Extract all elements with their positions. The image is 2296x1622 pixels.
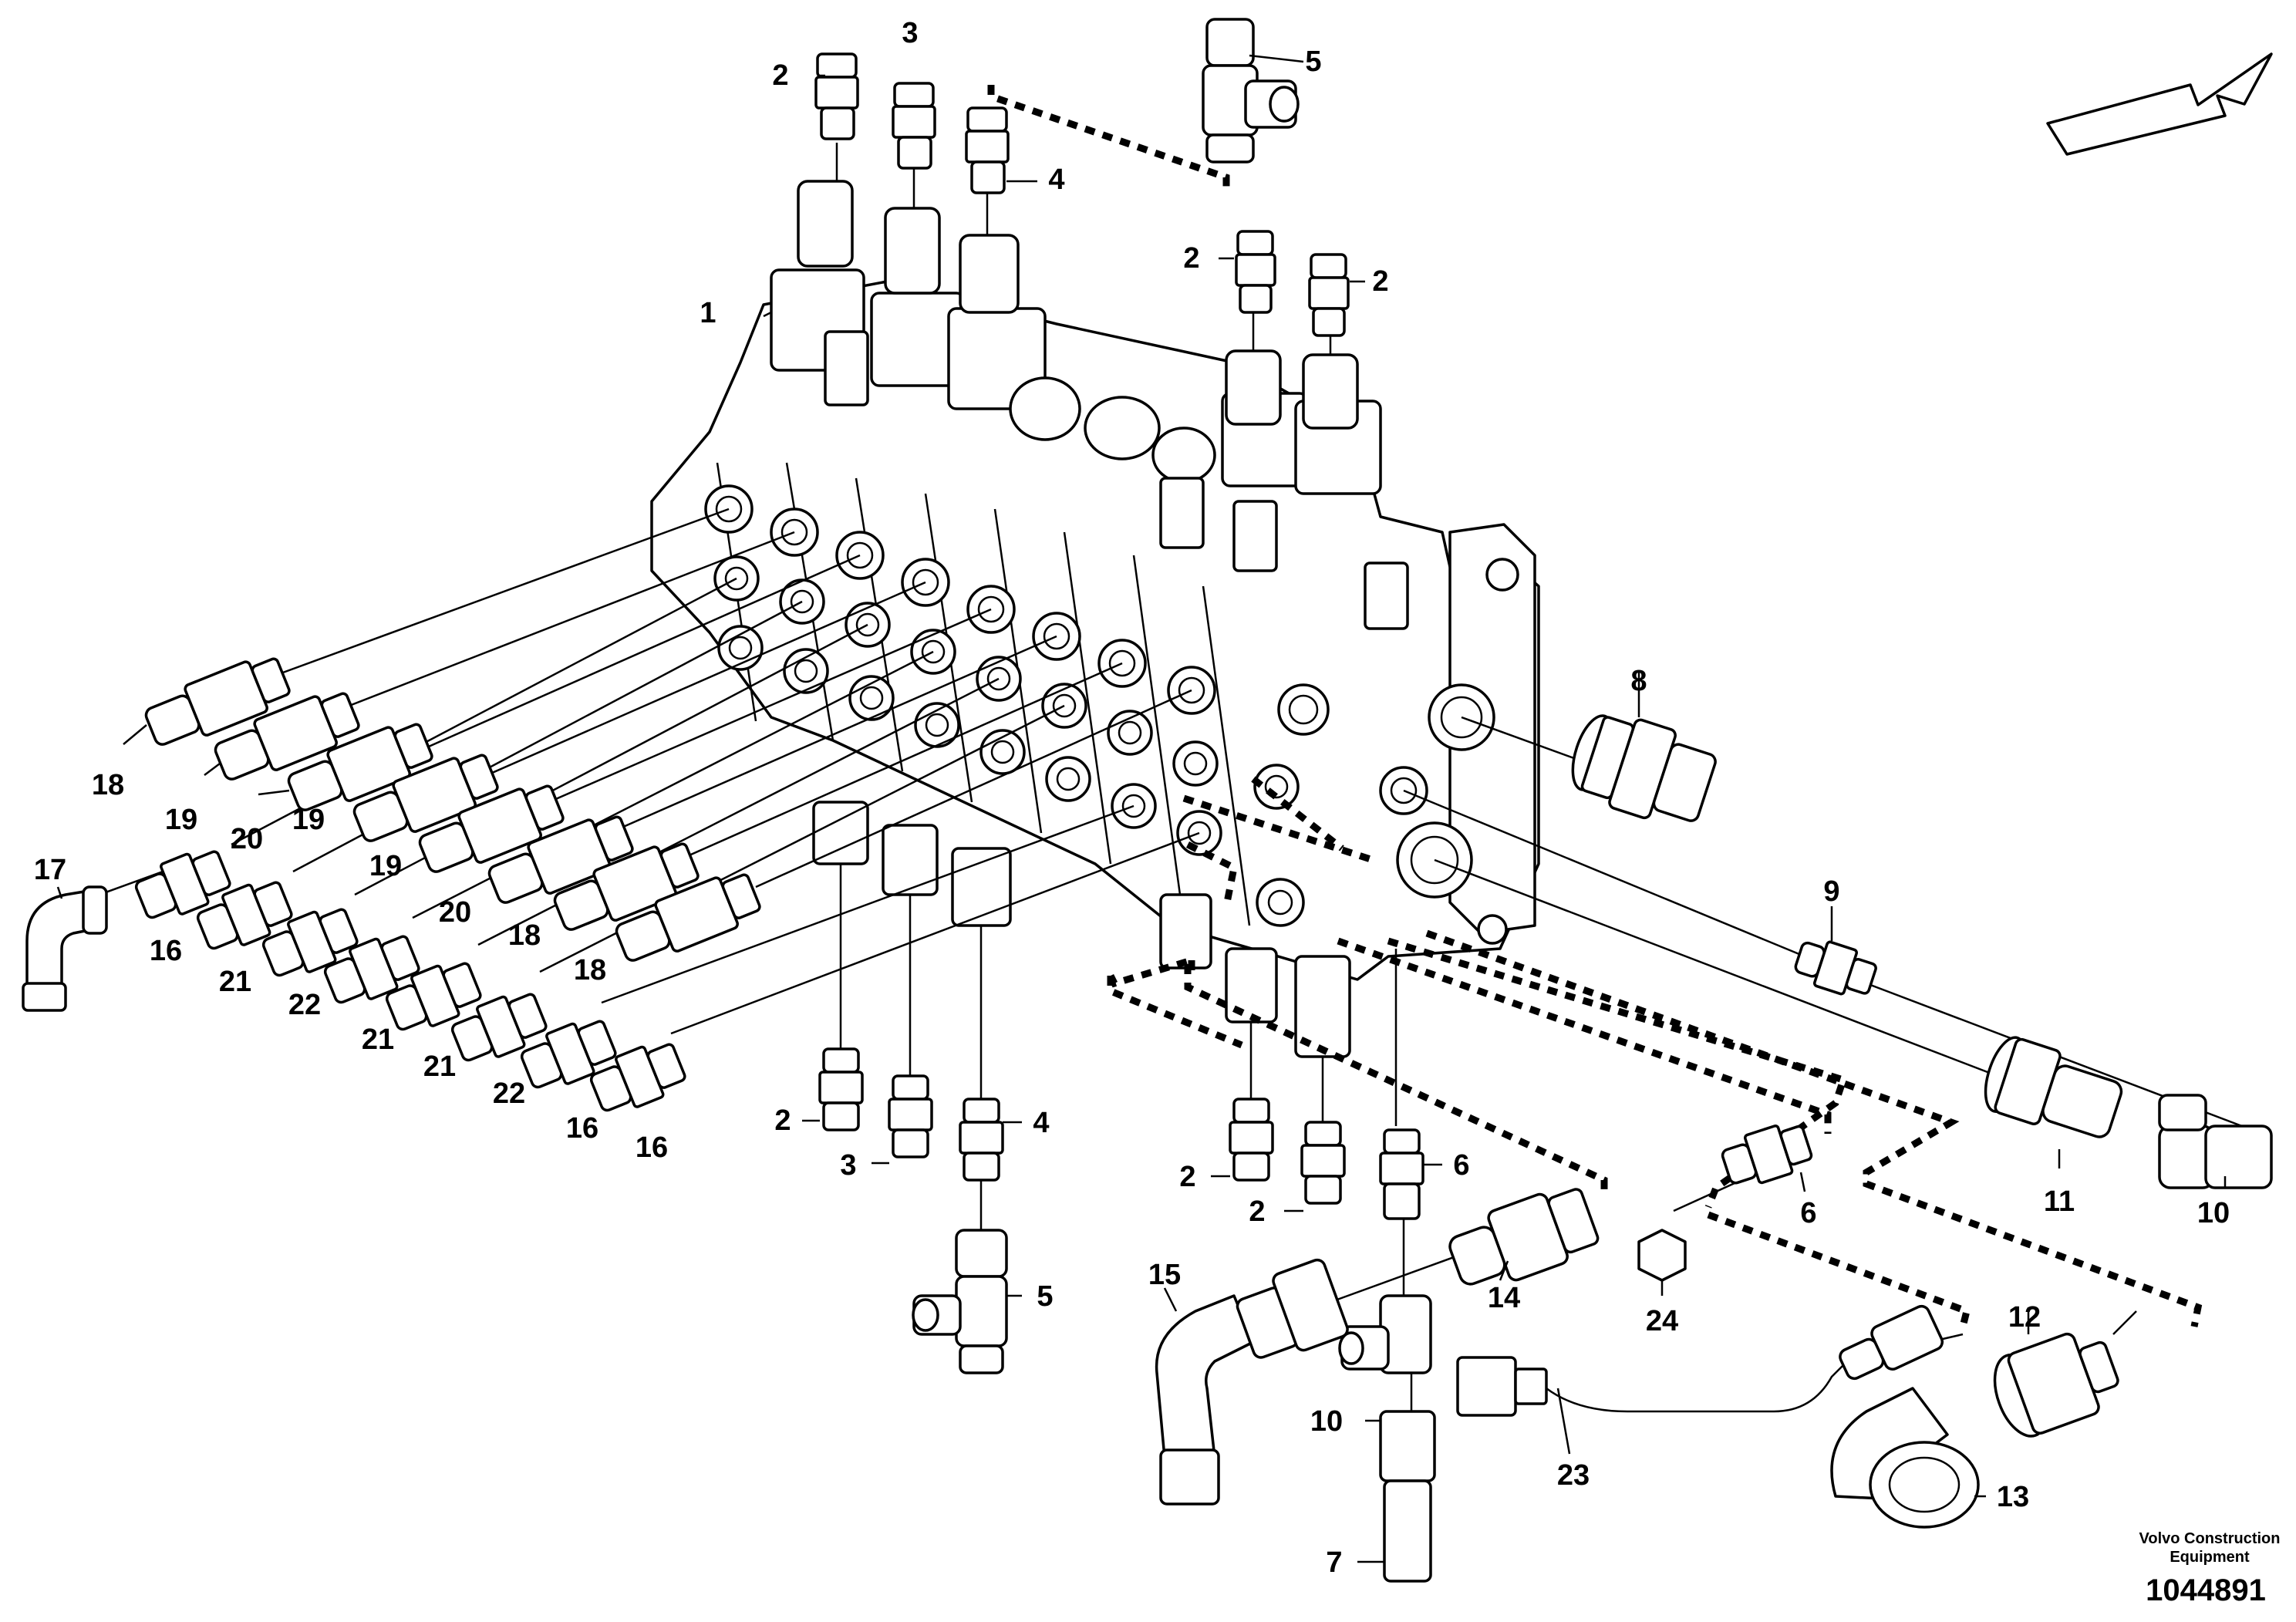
callout-labels: 1 2 3 4 5 2 2 8 9 11 10 6 12 13 24 23 14… (34, 17, 2230, 1579)
callout-21: 21 (219, 966, 251, 998)
callout-19: 19 (292, 804, 325, 836)
callout-3: 3 (840, 1149, 856, 1182)
callout-1: 1 (700, 297, 716, 329)
callout-5: 5 (1305, 46, 1321, 78)
bottom-fittings (818, 1047, 2119, 1583)
callout-17: 17 (34, 854, 66, 886)
callout-10: 10 (2197, 1197, 2230, 1229)
direction-arrow-icon (2046, 52, 2273, 156)
control-valve-block (650, 180, 1540, 1058)
callout-2: 2 (1249, 1195, 1265, 1228)
callout-21: 21 (362, 1023, 394, 1056)
callout-8: 8 (1630, 665, 1647, 697)
callout-11: 11 (2044, 1185, 2075, 1218)
callout-12: 12 (2008, 1301, 2041, 1334)
left-hose-fittings (144, 657, 761, 962)
callout-6: 6 (1453, 1149, 1469, 1182)
callout-16: 16 (636, 1131, 668, 1164)
callout-18: 18 (92, 769, 124, 801)
callout-2: 2 (1372, 265, 1388, 298)
callout-19: 19 (369, 850, 402, 882)
callout-2: 2 (1183, 242, 1199, 275)
callout-leaders (56, 54, 2227, 1563)
callout-4: 4 (1048, 164, 1064, 196)
callout-18: 18 (574, 954, 606, 986)
callout-13: 13 (1997, 1481, 2029, 1513)
callout-5: 5 (1037, 1280, 1053, 1313)
callout-22: 22 (288, 989, 321, 1021)
drawing-number: 1044891 (2146, 1573, 2266, 1607)
callout-18: 18 (508, 919, 541, 952)
callout-3: 3 (902, 17, 918, 49)
left-adapters (22, 850, 686, 1112)
callout-20: 20 (439, 896, 471, 929)
callout-2: 2 (1179, 1161, 1195, 1193)
right-fittings (1571, 714, 2273, 1189)
callout-15: 15 (1148, 1259, 1181, 1291)
callout-23: 23 (1557, 1459, 1590, 1492)
callout-14: 14 (1488, 1282, 1520, 1314)
top-fittings (814, 18, 1350, 337)
callout-2: 2 (772, 59, 788, 92)
callout-22: 22 (493, 1077, 525, 1110)
company-name-line2: Equipment (2170, 1549, 2250, 1566)
callout-19: 19 (165, 804, 197, 836)
callout-9: 9 (1823, 875, 1839, 908)
company-name-line1: Volvo Construction (2139, 1530, 2281, 1547)
callout-4: 4 (1033, 1107, 1049, 1139)
callout-7: 7 (1326, 1546, 1342, 1579)
callout-20: 20 (231, 823, 263, 855)
dashed-routing-lines (987, 85, 2203, 1328)
callout-16: 16 (566, 1112, 598, 1145)
callout-6: 6 (1800, 1197, 1816, 1229)
callout-24: 24 (1646, 1305, 1678, 1337)
callout-2: 2 (774, 1104, 791, 1137)
branding-block: Volvo Construction Equipment 1044891 (2139, 1530, 2281, 1607)
callout-21: 21 (423, 1050, 456, 1083)
callout-10: 10 (1310, 1405, 1343, 1438)
callout-16: 16 (150, 935, 182, 967)
